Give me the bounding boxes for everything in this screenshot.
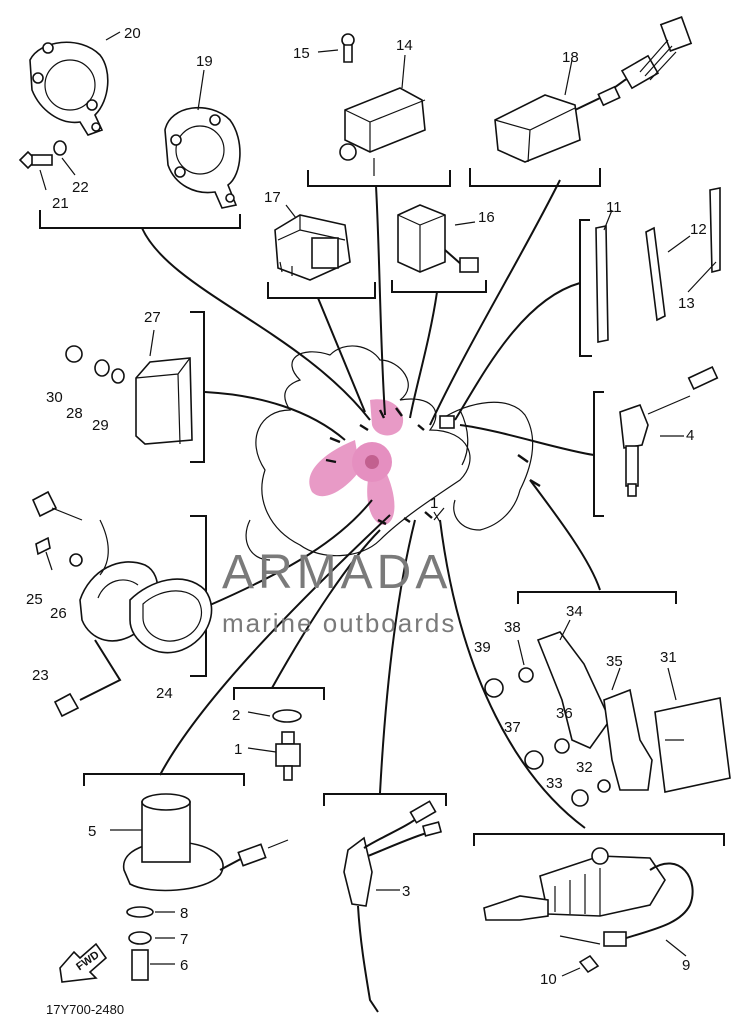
callout-30: 30 <box>46 389 63 406</box>
starter-motor-group <box>473 833 725 977</box>
plug-cap-group <box>323 793 447 1013</box>
callout-38: 38 <box>504 619 521 636</box>
engine-outline <box>245 345 534 561</box>
ignition-coil-group <box>307 33 451 187</box>
callout-6: 6 <box>180 957 188 974</box>
callout-23: 23 <box>32 667 49 684</box>
callout-24: 24 <box>156 685 173 702</box>
callout-27: 27 <box>144 309 161 326</box>
callout-28: 28 <box>66 405 83 422</box>
callout-39: 39 <box>474 639 491 656</box>
thermo-switch-group <box>83 773 289 981</box>
callout-25: 25 <box>26 591 43 608</box>
fitting-group <box>233 687 325 781</box>
callout-26: 26 <box>50 605 67 622</box>
callout-1: 1 <box>234 741 242 758</box>
callout-4: 4 <box>686 427 694 444</box>
callout-12: 12 <box>690 221 707 238</box>
callout-19: 19 <box>196 53 213 70</box>
brand-logo <box>309 399 404 525</box>
callout-21: 21 <box>52 195 69 212</box>
callout-7: 7 <box>180 931 188 948</box>
callout-9: 9 <box>682 957 690 974</box>
callout-17: 17 <box>264 189 281 206</box>
callout-3: 3 <box>402 883 410 900</box>
callout-33: 33 <box>546 775 563 792</box>
callout-34: 34 <box>566 603 583 620</box>
callout-29: 29 <box>92 417 109 434</box>
fuel-sender-group <box>31 490 213 718</box>
cdi-unit-group <box>65 311 205 463</box>
leader-lines <box>141 179 601 829</box>
watermark: ARMADA marine outboards <box>222 546 456 638</box>
callout-20: 20 <box>124 25 141 42</box>
callout-16: 16 <box>478 209 495 226</box>
callout-2: 2 <box>232 707 240 724</box>
key-switch-group <box>484 591 731 807</box>
callout-8: 8 <box>180 905 188 922</box>
callout-11: 11 <box>606 199 622 216</box>
callout-18: 18 <box>562 49 579 66</box>
callout-37: 37 <box>504 719 521 736</box>
attachment-marks <box>325 407 541 526</box>
callout-15: 15 <box>293 45 310 62</box>
rectifier-group <box>469 16 693 187</box>
callout-10: 10 <box>540 971 557 988</box>
callout-22: 22 <box>72 179 89 196</box>
callout-5: 5 <box>88 823 96 840</box>
callout-36: 36 <box>556 705 573 722</box>
callout-31: 31 <box>660 649 677 666</box>
callout-14: 14 <box>396 37 413 54</box>
forward-arrow-icon <box>59 942 108 983</box>
horn-brackets-group <box>18 31 241 229</box>
callout-labels: 20 19 15 14 18 22 21 17 16 11 12 13 27 3… <box>26 25 707 1017</box>
callout-center-1: 1 <box>430 495 438 512</box>
relay-16-group <box>391 204 487 293</box>
callout-35: 35 <box>606 653 623 670</box>
cable-ties-group <box>579 187 721 357</box>
callout-32: 32 <box>576 759 593 776</box>
watermark-brand: ARMADA <box>222 546 451 599</box>
watermark-tagline: marine outboards <box>222 608 456 638</box>
relay-17-group <box>267 204 376 299</box>
starter-switch-group <box>593 366 719 517</box>
diagram-code: 17Y700-2480 <box>46 1002 124 1017</box>
callout-13: 13 <box>678 295 695 312</box>
